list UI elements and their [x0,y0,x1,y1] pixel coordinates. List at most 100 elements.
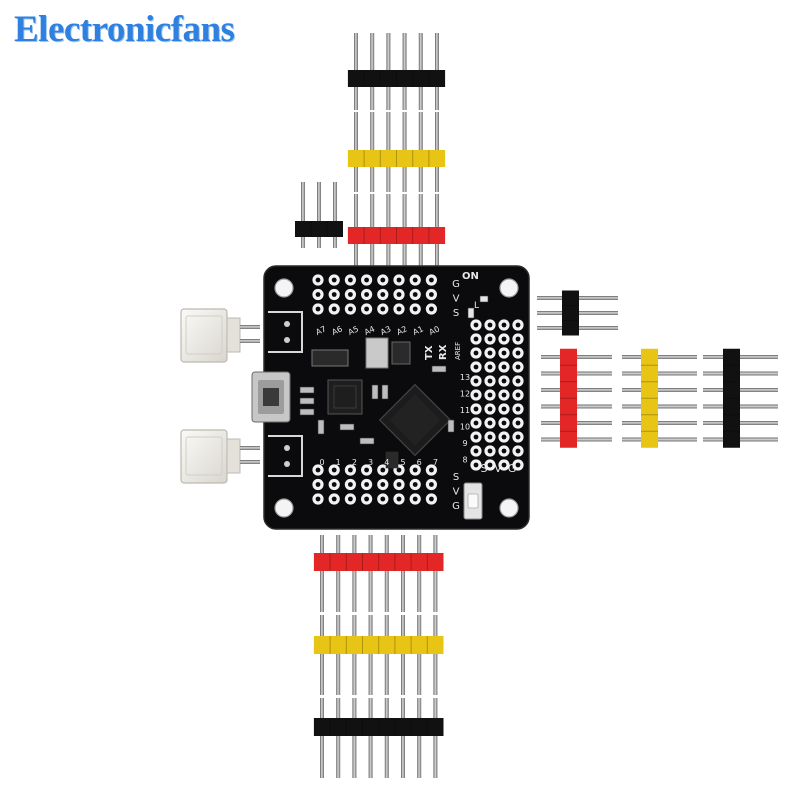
pin-label: A2 [395,324,408,337]
pin-label: 9 [462,439,467,448]
pin-label: S [453,472,459,483]
pin-label: G [452,501,460,512]
header-housing [560,348,577,448]
reset-button [463,482,483,520]
header-pin [433,535,438,612]
pin-label: 2 [352,458,357,467]
pin-label: 13 [460,373,470,382]
right-header-red [541,348,612,448]
header-pin [703,355,778,359]
pin-label: S [453,308,459,319]
pin-label: G [508,462,517,475]
header-pin [703,437,778,442]
header-housing [562,290,579,336]
on-led-label: ON [462,271,479,282]
jst-connector-bottom [180,429,260,484]
header-housing [347,227,446,244]
digital-pin-labels-right: 13 12 11 10 9 8 [460,373,470,465]
header-housing [313,718,444,736]
small-header-2x3 [537,290,618,336]
header-housing [723,348,740,448]
pin-label: A3 [379,324,392,337]
pin-label: A4 [363,324,376,337]
header-pin [320,535,324,612]
header-pin [417,535,422,612]
header-pin [401,698,405,778]
header-pin [622,421,697,425]
aref-label: AREF [454,342,462,360]
header-pin [622,437,697,442]
header-pin [703,388,778,392]
bottom-header-yellow [313,615,444,695]
bottom-header-red [313,535,444,612]
smd-components [299,295,489,469]
top-header-yellow [347,112,446,192]
pin-label: S [481,462,488,475]
pin-label: 0 [319,458,324,467]
header-pin [384,698,389,778]
svg-labels-bottom: SVG [452,472,460,512]
top-header-black [347,33,446,110]
rx-label: RX [438,344,449,360]
header-housing [347,150,446,167]
header-pin [368,615,373,695]
pin-label: 5 [400,458,405,467]
pin-label: 4 [384,458,389,467]
header-pin [384,615,389,695]
header-pin [384,535,389,612]
digital-pin-labels-bottom: 0 1 2 3 4 5 6 7 [319,458,437,467]
header-housing [347,70,446,87]
atmega-chip [378,383,452,457]
svg-labels-top: GVS [452,279,460,319]
header-pin [336,698,341,778]
pin-label: A1 [411,324,424,337]
pin-label: 11 [460,406,470,415]
pin-label: 8 [462,456,467,465]
header-pin [352,535,357,612]
header-pin [368,698,373,778]
jst-connector-top [180,308,260,363]
pin-label: A6 [330,324,343,337]
header-pin [301,182,305,248]
pin-label: G [452,279,460,290]
header-pin [401,615,405,695]
header-housing [295,221,343,237]
pin-label: 3 [368,458,373,467]
top-header-group [295,33,446,268]
pin-label: 7 [433,458,438,467]
voltage-regulator [311,337,411,369]
pin-label: V [494,462,502,475]
pin-label: 6 [417,458,422,467]
l-led-label: L [474,301,479,311]
header-pin [320,698,324,778]
header-pin [433,698,438,778]
usb-serial-chip [327,379,363,415]
header-pin [622,388,697,392]
pin-label: 12 [460,390,470,399]
top-header-red [347,194,446,268]
bottom-header-group [313,535,444,778]
header-pin [333,182,337,248]
pin-label: 10 [460,423,470,432]
right-header-black [703,348,778,448]
right-header-yellow [622,348,697,448]
header-pin [703,421,778,425]
header-pin [352,615,357,695]
pin-label: V [453,294,460,305]
header-pin [368,535,373,612]
pin-label: A7 [314,324,327,337]
header-pin [401,535,405,612]
tx-label: TX [424,345,435,360]
header-pin [336,535,341,612]
pin-label: 1 [336,458,341,467]
header-pin [336,615,341,695]
bottom-header-black [313,698,444,778]
usb-port [251,371,291,423]
header-pin [622,371,697,376]
header-pin [417,615,422,695]
pin-label: V [453,487,460,498]
header-pin [622,355,697,359]
